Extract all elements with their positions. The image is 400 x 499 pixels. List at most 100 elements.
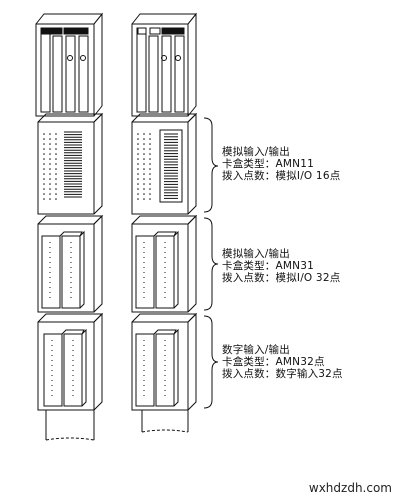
terminal-dot — [143, 153, 145, 155]
terminal-dot — [137, 148, 139, 150]
terminal-dot — [55, 143, 57, 145]
annotation-title: 数字输入/输出 — [222, 344, 290, 356]
terminal-dot — [143, 133, 145, 135]
terminal-dot — [137, 178, 139, 180]
annotation-title: 模拟输入/输出 — [222, 248, 290, 260]
terminal-dot — [49, 163, 51, 165]
terminal-dot — [49, 138, 51, 140]
terminal-dot — [55, 183, 57, 185]
terminal-dot — [55, 193, 57, 195]
terminal-dot — [149, 188, 151, 190]
terminal-dot — [43, 198, 45, 200]
terminal-dot — [137, 188, 139, 190]
terminal-dot — [49, 178, 51, 180]
terminal-dot — [43, 193, 45, 195]
terminal-dot — [149, 158, 151, 160]
terminal-dot — [137, 153, 139, 155]
terminal-dot — [143, 143, 145, 145]
annotation-amn32: 数字输入/输出 卡盒类型：AMN32点 拨入点数：数字输入32点 — [222, 344, 343, 380]
terminal-dot — [137, 168, 139, 170]
terminal-stripes — [64, 131, 82, 198]
terminal-dot — [149, 133, 151, 135]
terminal-dot — [137, 198, 139, 200]
terminal-dot — [143, 168, 145, 170]
right-module-amn31 — [131, 214, 198, 313]
brace-amn31 — [203, 217, 219, 311]
annotation-card-type: 卡盒类型：AMN32点 — [222, 356, 325, 368]
terminal-dot — [49, 188, 51, 190]
terminal-dot — [55, 168, 57, 170]
terminal-dot — [149, 163, 151, 165]
brace-amn11 — [203, 117, 219, 213]
terminal-dot — [149, 193, 151, 195]
terminal-dot — [49, 198, 51, 200]
terminal-dot — [55, 153, 57, 155]
right-module-amn32 — [131, 312, 198, 411]
terminal-dot — [49, 143, 51, 145]
terminal-dot — [137, 193, 139, 195]
terminal-dot — [43, 183, 45, 185]
terminal-dot — [43, 188, 45, 190]
terminal-dot — [149, 183, 151, 185]
terminal-dot — [43, 158, 45, 160]
terminal-dot — [43, 143, 45, 145]
terminal-dot — [49, 193, 51, 195]
terminal-dot — [143, 178, 145, 180]
terminal-dot — [43, 133, 45, 135]
dot-grid — [43, 133, 57, 200]
terminal-dot — [143, 163, 145, 165]
terminal-dot — [143, 158, 145, 160]
terminal-dot — [137, 163, 139, 165]
left-power-unit — [35, 12, 104, 117]
terminal-dot — [49, 173, 51, 175]
terminal-dot — [55, 158, 57, 160]
terminal-dot — [137, 158, 139, 160]
left-module-amn11 — [37, 112, 104, 215]
terminal-dot — [49, 168, 51, 170]
terminal-dot — [137, 133, 139, 135]
terminal-dot — [49, 148, 51, 150]
terminal-dot — [143, 173, 145, 175]
terminal-dot — [55, 163, 57, 165]
terminal-dot — [149, 148, 151, 150]
right-rack — [131, 12, 198, 433]
terminal-dot — [143, 193, 145, 195]
terminal-dot — [55, 178, 57, 180]
annotation-points: 拨入点数：数字输入32点 — [222, 368, 343, 380]
terminal-dot — [143, 188, 145, 190]
terminal-dot — [55, 133, 57, 135]
terminal-dot — [43, 178, 45, 180]
terminal-dot — [143, 183, 145, 185]
terminal-dot — [55, 138, 57, 140]
terminal-dot — [43, 153, 45, 155]
terminal-dot — [149, 198, 151, 200]
terminal-dot — [49, 153, 51, 155]
terminal-dot — [149, 168, 151, 170]
right-module-amn11 — [131, 112, 198, 215]
terminal-dot — [143, 198, 145, 200]
terminal-dot — [43, 148, 45, 150]
terminal-dot — [55, 188, 57, 190]
annotation-points: 拨入点数：模拟I/O 32点 — [222, 272, 341, 284]
terminal-dot — [137, 138, 139, 140]
watermark: wxhdzdh.com — [308, 481, 392, 495]
terminal-dot — [55, 173, 57, 175]
terminal-dot — [149, 173, 151, 175]
annotation-card-type: 卡盒类型：AMN31 — [222, 260, 314, 272]
terminal-dot — [49, 183, 51, 185]
terminal-dot — [143, 148, 145, 150]
terminal-dot — [137, 173, 139, 175]
terminal-dot — [43, 168, 45, 170]
annotation-points: 拨入点数：模拟I/O 16点 — [222, 170, 341, 182]
terminal-dot — [55, 148, 57, 150]
terminal-dot — [49, 158, 51, 160]
left-module-amn32 — [37, 312, 104, 411]
terminal-dot — [137, 183, 139, 185]
left-rack — [35, 12, 104, 441]
annotation-amn31: 模拟输入/输出 卡盒类型：AMN31 拨入点数：模拟I/O 32点 — [222, 248, 340, 284]
terminal-dot — [149, 178, 151, 180]
terminal-dot — [149, 143, 151, 145]
annotation-card-type: 卡盒类型：AMN11 — [222, 158, 314, 170]
annotation-amn11: 模拟输入/输出 卡盒类型：AMN11 拨入点数：模拟I/O 16点 — [222, 146, 340, 182]
terminal-dot — [43, 173, 45, 175]
